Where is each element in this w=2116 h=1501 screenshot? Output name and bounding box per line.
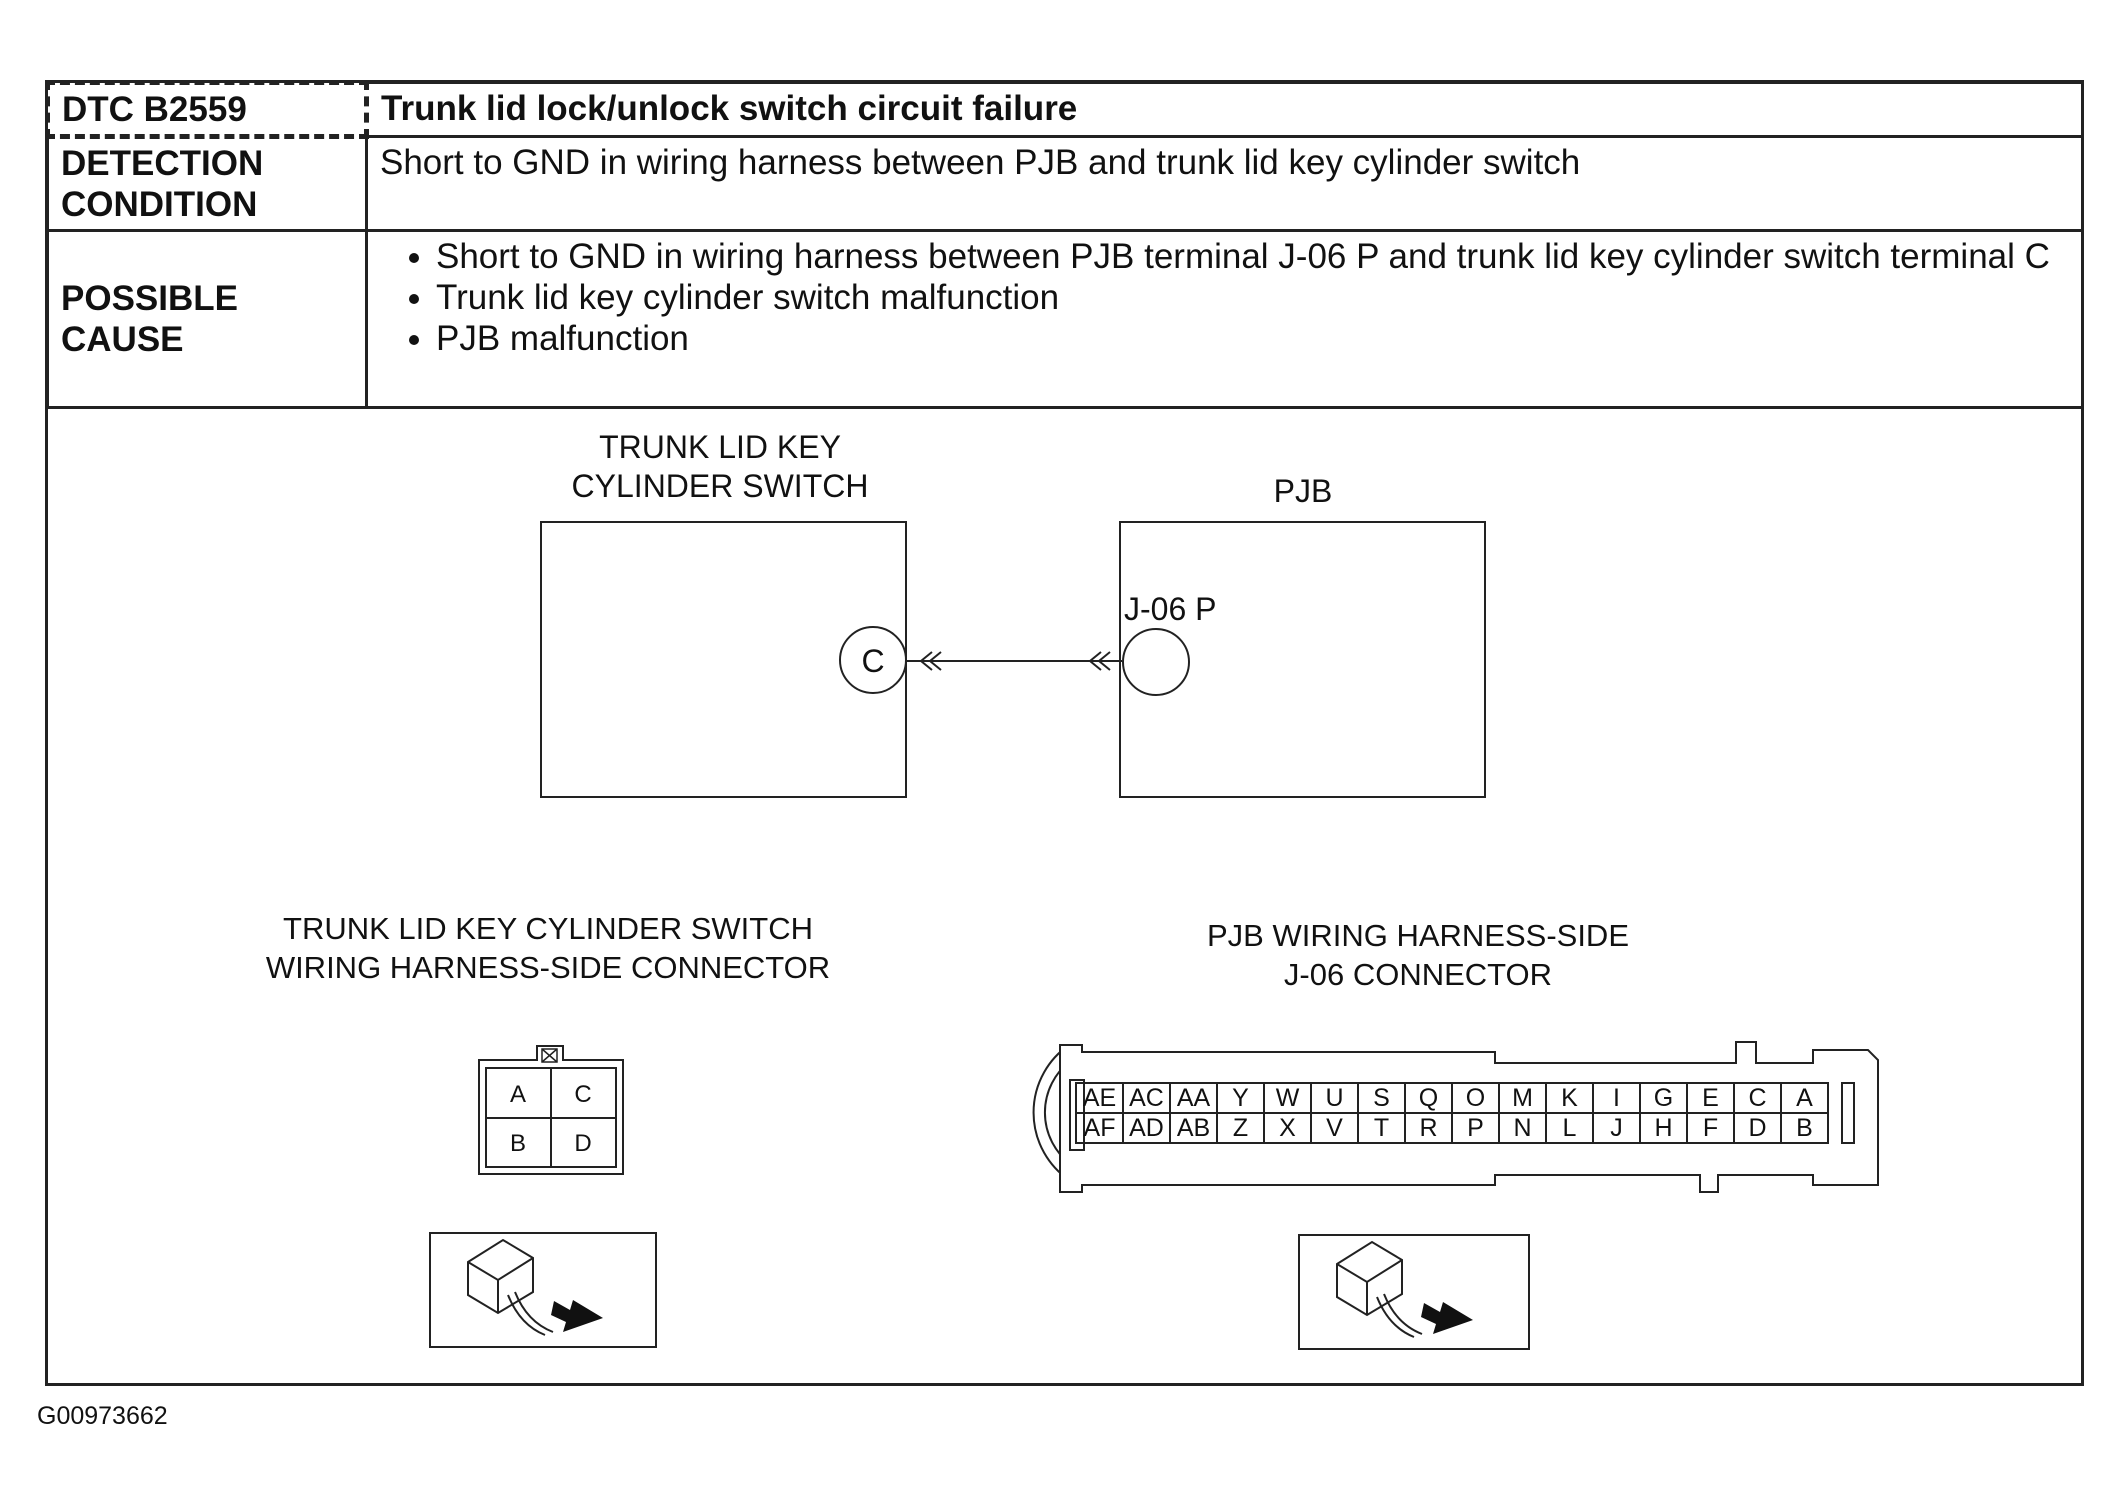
cause-item: PJB malfunction (436, 318, 2069, 359)
pjb-pin-label: Y (1232, 1084, 1249, 1112)
pjb-connector-title-line2: J-06 CONNECTOR (1284, 957, 1552, 992)
cause-list: Short to GND in wiring harness between P… (380, 236, 2069, 359)
dtc-row: DTC B2559 Trunk lid lock/unlock switch c… (45, 80, 2084, 139)
pjb-pin-label: Q (1419, 1084, 1438, 1112)
wire-icon (507, 1291, 554, 1336)
dtc-title: Trunk lid lock/unlock switch circuit fai… (365, 81, 2084, 138)
detection-label-line2: CONDITION (61, 185, 258, 224)
cause-row: POSSIBLE CAUSE Short to GND in wiring ha… (46, 229, 2084, 409)
pjb-connector-mark-icon (1088, 651, 1111, 671)
pjb-pin-label: G (1654, 1084, 1673, 1112)
pjb-block (1119, 521, 1486, 798)
pjb-pin-label: O (1466, 1084, 1485, 1112)
detection-row: DETECTION CONDITION Short to GND in wiri… (46, 135, 2084, 232)
diagram-frame (45, 80, 2084, 1386)
pjb-view-frame (1298, 1234, 1530, 1350)
pjb-pin-label: AD (1129, 1114, 1164, 1142)
pjb-pin-cell (1780, 1112, 1829, 1144)
switch-title-line2: CYLINDER SWITCH (572, 468, 869, 504)
connector-latch-loop (1032, 1044, 1070, 1181)
cause-label-line2: CAUSE (61, 320, 184, 359)
figure-id: G00973662 (37, 1402, 168, 1430)
switch-pin-d: D (574, 1130, 591, 1157)
view-direction-arrow-icon (1421, 1302, 1473, 1334)
pjb-view-indicator (1298, 1234, 1530, 1350)
pjb-pin-label: R (1419, 1114, 1437, 1142)
pjb-pin-label: B (1796, 1114, 1813, 1142)
pjb-pin-label: X (1279, 1114, 1296, 1142)
pjb-pin-label: V (1326, 1114, 1343, 1142)
dtc-code: DTC B2559 (45, 80, 369, 139)
wire-icon (1376, 1293, 1423, 1338)
pjb-pin-label: W (1276, 1084, 1300, 1112)
pjb-pin-label: Z (1233, 1114, 1248, 1142)
pjb-pin-label: AA (1177, 1084, 1211, 1112)
pjb-pin-label: AB (1177, 1114, 1210, 1142)
pjb-pin-label: L (1563, 1114, 1577, 1142)
pjb-pin-label: H (1654, 1114, 1672, 1142)
pjb-pin-label: T (1374, 1114, 1389, 1142)
pjb-pin-label: P (1467, 1114, 1484, 1142)
detection-label-line1: DETECTION (61, 144, 264, 183)
switch-connector-mark-icon (919, 651, 942, 671)
switch-connector: A C B D (478, 1045, 624, 1175)
pjb-terminal-label: J-06 P (1124, 591, 1216, 627)
detection-label: DETECTION CONDITION (46, 135, 368, 232)
detection-value: Short to GND in wiring harness between P… (365, 135, 2084, 232)
pjb-pin-label: AC (1129, 1084, 1164, 1112)
pjb-pin-label: A (1796, 1084, 1813, 1112)
pjb-connector-end-tab (1841, 1082, 1855, 1144)
pjb-pin-label: D (1748, 1114, 1766, 1142)
pjb-pin-label: S (1373, 1084, 1390, 1112)
lock-tab-icon (541, 1048, 558, 1063)
pjb-connector-title-line1: PJB WIRING HARNESS-SIDE (1207, 918, 1629, 953)
pjb-pin-label: M (1512, 1084, 1533, 1112)
dtc-table: DTC B2559 Trunk lid lock/unlock switch c… (45, 80, 2084, 409)
switch-pin-c: C (574, 1081, 591, 1108)
switch-view-indicator (429, 1232, 657, 1348)
pjb-pin-label: I (1613, 1084, 1620, 1112)
pjb-pin-label: F (1703, 1114, 1718, 1142)
pjb-pin-label: C (1748, 1084, 1766, 1112)
view-direction-arrow-icon (551, 1300, 603, 1332)
switch-title-line1: TRUNK LID KEY (599, 429, 841, 465)
pjb-pin-label: N (1513, 1114, 1531, 1142)
pjb-pin-label: E (1702, 1084, 1719, 1112)
switch-pin-a: A (510, 1081, 526, 1108)
cause-list-cell: Short to GND in wiring harness between P… (365, 229, 2084, 409)
switch-connector-title-line1: TRUNK LID KEY CYLINDER SWITCH (283, 911, 813, 946)
cause-label: POSSIBLE CAUSE (46, 229, 368, 409)
connector-view-icon-edges (1336, 1259, 1403, 1315)
pjb-connector-left-tab (1069, 1079, 1085, 1151)
pjb-pin-label: AE (1083, 1084, 1116, 1112)
pjb-terminal-circle (1122, 628, 1190, 696)
switch-connector-title-line2: WIRING HARNESS-SIDE CONNECTOR (266, 950, 830, 985)
pjb-title: PJB (1274, 473, 1333, 509)
pjb-pin-label: J (1610, 1114, 1623, 1142)
cause-item: Short to GND in wiring harness between P… (436, 236, 2069, 277)
connector-view-icon-edges (467, 1257, 534, 1313)
switch-view-frame (429, 1232, 657, 1348)
switch-pin-b: B (510, 1130, 526, 1157)
switch-terminal-label: C (861, 643, 884, 679)
pjb-connector-housing (1059, 1041, 1879, 1193)
connector-latch-loop-inner (1043, 1061, 1070, 1164)
pjb-pin-label: K (1561, 1084, 1578, 1112)
pjb-pin-label: U (1325, 1084, 1343, 1112)
cause-item: Trunk lid key cylinder switch malfunctio… (436, 277, 2069, 318)
cause-label-line1: POSSIBLE (61, 279, 238, 318)
lock-tab-cross-icon (541, 1048, 558, 1063)
pjb-pin-label: AF (1084, 1114, 1116, 1142)
